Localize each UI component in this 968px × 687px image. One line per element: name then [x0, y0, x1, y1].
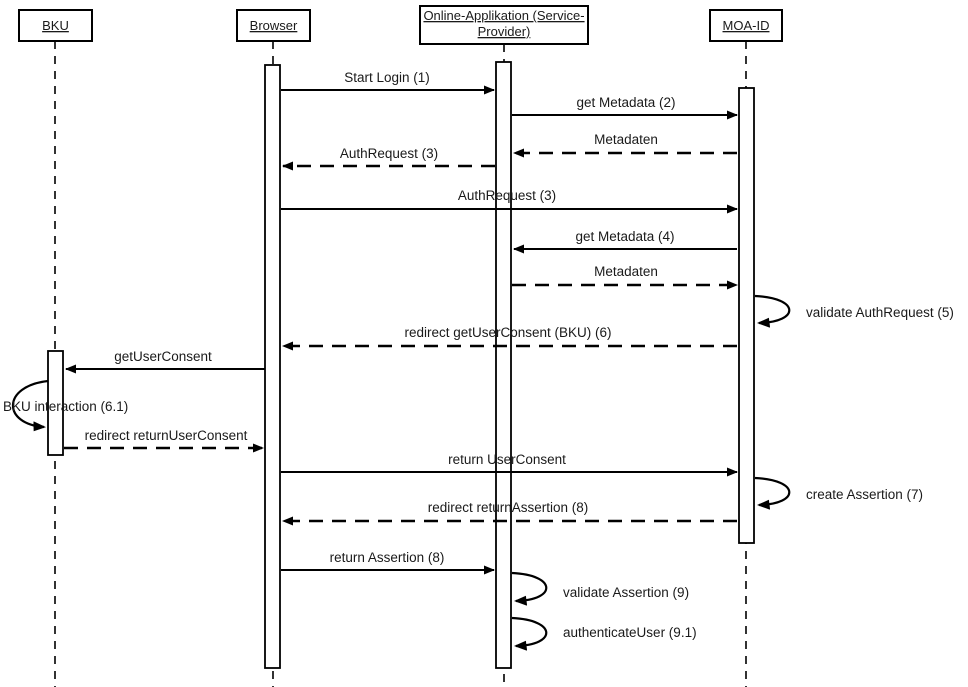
- self-message-bku-interaction[interactable]: BKU interaction (6.1): [3, 379, 128, 432]
- self-message-loop: [511, 571, 548, 606]
- self-message-label: create Assertion (7): [806, 487, 923, 502]
- message-start-login[interactable]: Start Login (1): [281, 70, 495, 95]
- message-label: get Metadata (4): [575, 229, 674, 244]
- self-message-label: validate AuthRequest (5): [806, 305, 954, 320]
- self-message-label: authenticateUser (9.1): [563, 625, 697, 640]
- message-label: redirect getUserConsent (BKU) (6): [404, 325, 611, 340]
- message-metadaten-1[interactable]: Metadaten: [513, 132, 737, 158]
- message-redirect-returnuserconsent[interactable]: redirect returnUserConsent: [64, 428, 264, 453]
- message-return-assertion[interactable]: return Assertion (8): [281, 550, 495, 575]
- activation-bar-bku[interactable]: [47, 350, 64, 456]
- lifeline-label-browser: Browser: [250, 18, 298, 33]
- lifeline-bku[interactable]: BKU: [18, 9, 93, 687]
- lifeline-label-bku: BKU: [42, 18, 69, 33]
- message-getuserconsent[interactable]: getUserConsent: [65, 349, 265, 374]
- message-label: redirect returnUserConsent: [85, 428, 248, 443]
- message-label: get Metadata (2): [576, 95, 675, 110]
- message-label: redirect returnAssertion (8): [428, 500, 589, 515]
- self-message-loop: [754, 476, 791, 510]
- message-label: Start Login (1): [344, 70, 430, 85]
- self-message-loop: [511, 616, 548, 651]
- message-label: getUserConsent: [114, 349, 212, 364]
- message-label: AuthRequest (3): [340, 146, 438, 161]
- self-message-validate-assertion[interactable]: validate Assertion (9): [511, 571, 689, 606]
- activation-bar-moaid[interactable]: [738, 87, 755, 544]
- activation-bar-browser[interactable]: [264, 64, 281, 669]
- self-message-authenticate-user[interactable]: authenticateUser (9.1): [511, 616, 697, 651]
- message-label: return Assertion (8): [330, 550, 445, 565]
- message-return-userconsent[interactable]: return UserConsent: [281, 452, 738, 477]
- message-get-metadata-2[interactable]: get Metadata (2): [512, 95, 738, 120]
- lifeline-label-oa-line2: Provider): [478, 24, 531, 39]
- self-message-loop: [11, 379, 49, 432]
- lifeline-label-oa-line1: Online-Applikation (Service-: [423, 8, 584, 23]
- message-label: AuthRequest (3): [458, 188, 556, 203]
- lifeline-box-moaid[interactable]: [709, 9, 783, 42]
- message-metadaten-2[interactable]: Metadaten: [512, 264, 738, 290]
- message-label: return UserConsent: [448, 452, 566, 467]
- self-message-label: validate Assertion (9): [563, 585, 689, 600]
- self-message-label: BKU interaction (6.1): [3, 399, 128, 414]
- message-authrequest-3-to-moaid[interactable]: AuthRequest (3): [281, 188, 738, 214]
- lifeline-box-browser[interactable]: [236, 9, 311, 42]
- lifeline-box-bku[interactable]: [18, 9, 93, 42]
- lifeline-box-oa[interactable]: [419, 5, 589, 45]
- message-redirect-getuserconsent[interactable]: redirect getUserConsent (BKU) (6): [282, 325, 737, 351]
- message-redirect-returnassertion[interactable]: redirect returnAssertion (8): [282, 500, 737, 526]
- message-authrequest-3-to-browser[interactable]: AuthRequest (3): [282, 146, 495, 171]
- lifeline-label-moaid: MOA-ID: [723, 18, 770, 33]
- activation-bar-oa[interactable]: [495, 61, 512, 669]
- self-message-create-assertion[interactable]: create Assertion (7): [754, 476, 923, 510]
- message-label: Metadaten: [594, 132, 658, 147]
- message-get-metadata-4[interactable]: get Metadata (4): [513, 229, 737, 254]
- message-label: Metadaten: [594, 264, 658, 279]
- self-message-loop: [754, 294, 791, 328]
- self-message-validate-authrequest[interactable]: validate AuthRequest (5): [754, 294, 954, 328]
